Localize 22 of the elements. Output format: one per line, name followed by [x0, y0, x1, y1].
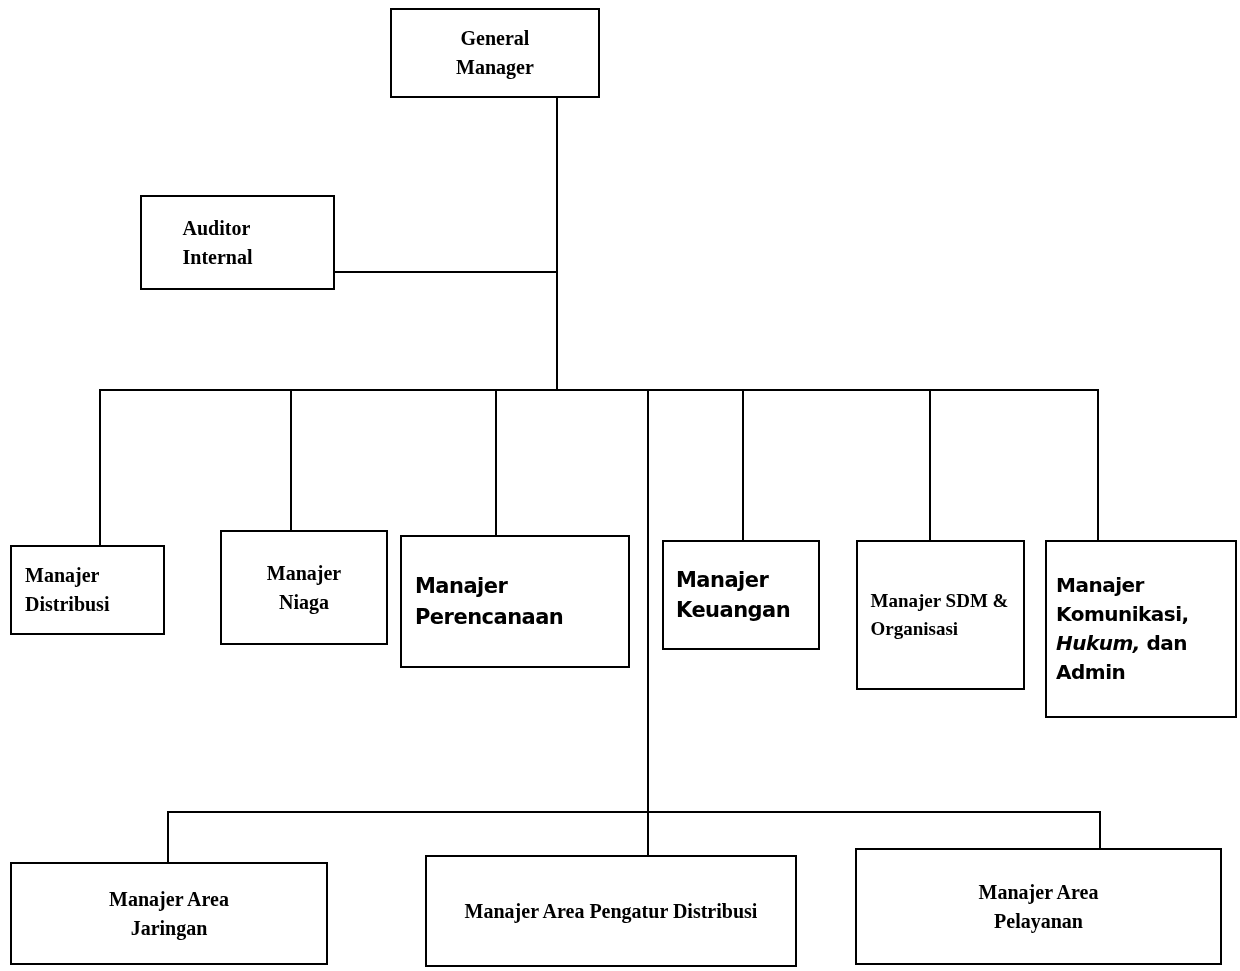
role-label: General Manager [455, 26, 535, 81]
role-box [390, 8, 600, 98]
role-box [10, 545, 165, 635]
role-label: Manajer SDM & Organisasi [870, 589, 1010, 641]
role-label: Manajer Niaga [265, 560, 343, 616]
role-box [662, 540, 820, 650]
role-box [220, 530, 388, 645]
role-box [10, 862, 328, 965]
role-box [855, 848, 1222, 965]
role-label: Manajer Area Jaringan [108, 886, 230, 942]
role-box [856, 540, 1025, 690]
role-label: Manajer Perencanaan [415, 573, 565, 631]
role-label: Manajer Komunikasi, Hukum, dan Admin [1056, 572, 1190, 686]
role-label: Manajer Distribusi [25, 563, 111, 617]
role-box [1045, 540, 1237, 718]
role-label: Manajer Area Pengatur Distribusi [463, 898, 759, 925]
role-box [140, 195, 335, 290]
role-label: Manajer Area Pelayanan [977, 879, 1100, 935]
role-label: Manajer Keuangan [676, 566, 792, 624]
role-box [400, 535, 630, 668]
role-label: Auditor Internal [182, 215, 254, 270]
role-box [425, 855, 797, 967]
